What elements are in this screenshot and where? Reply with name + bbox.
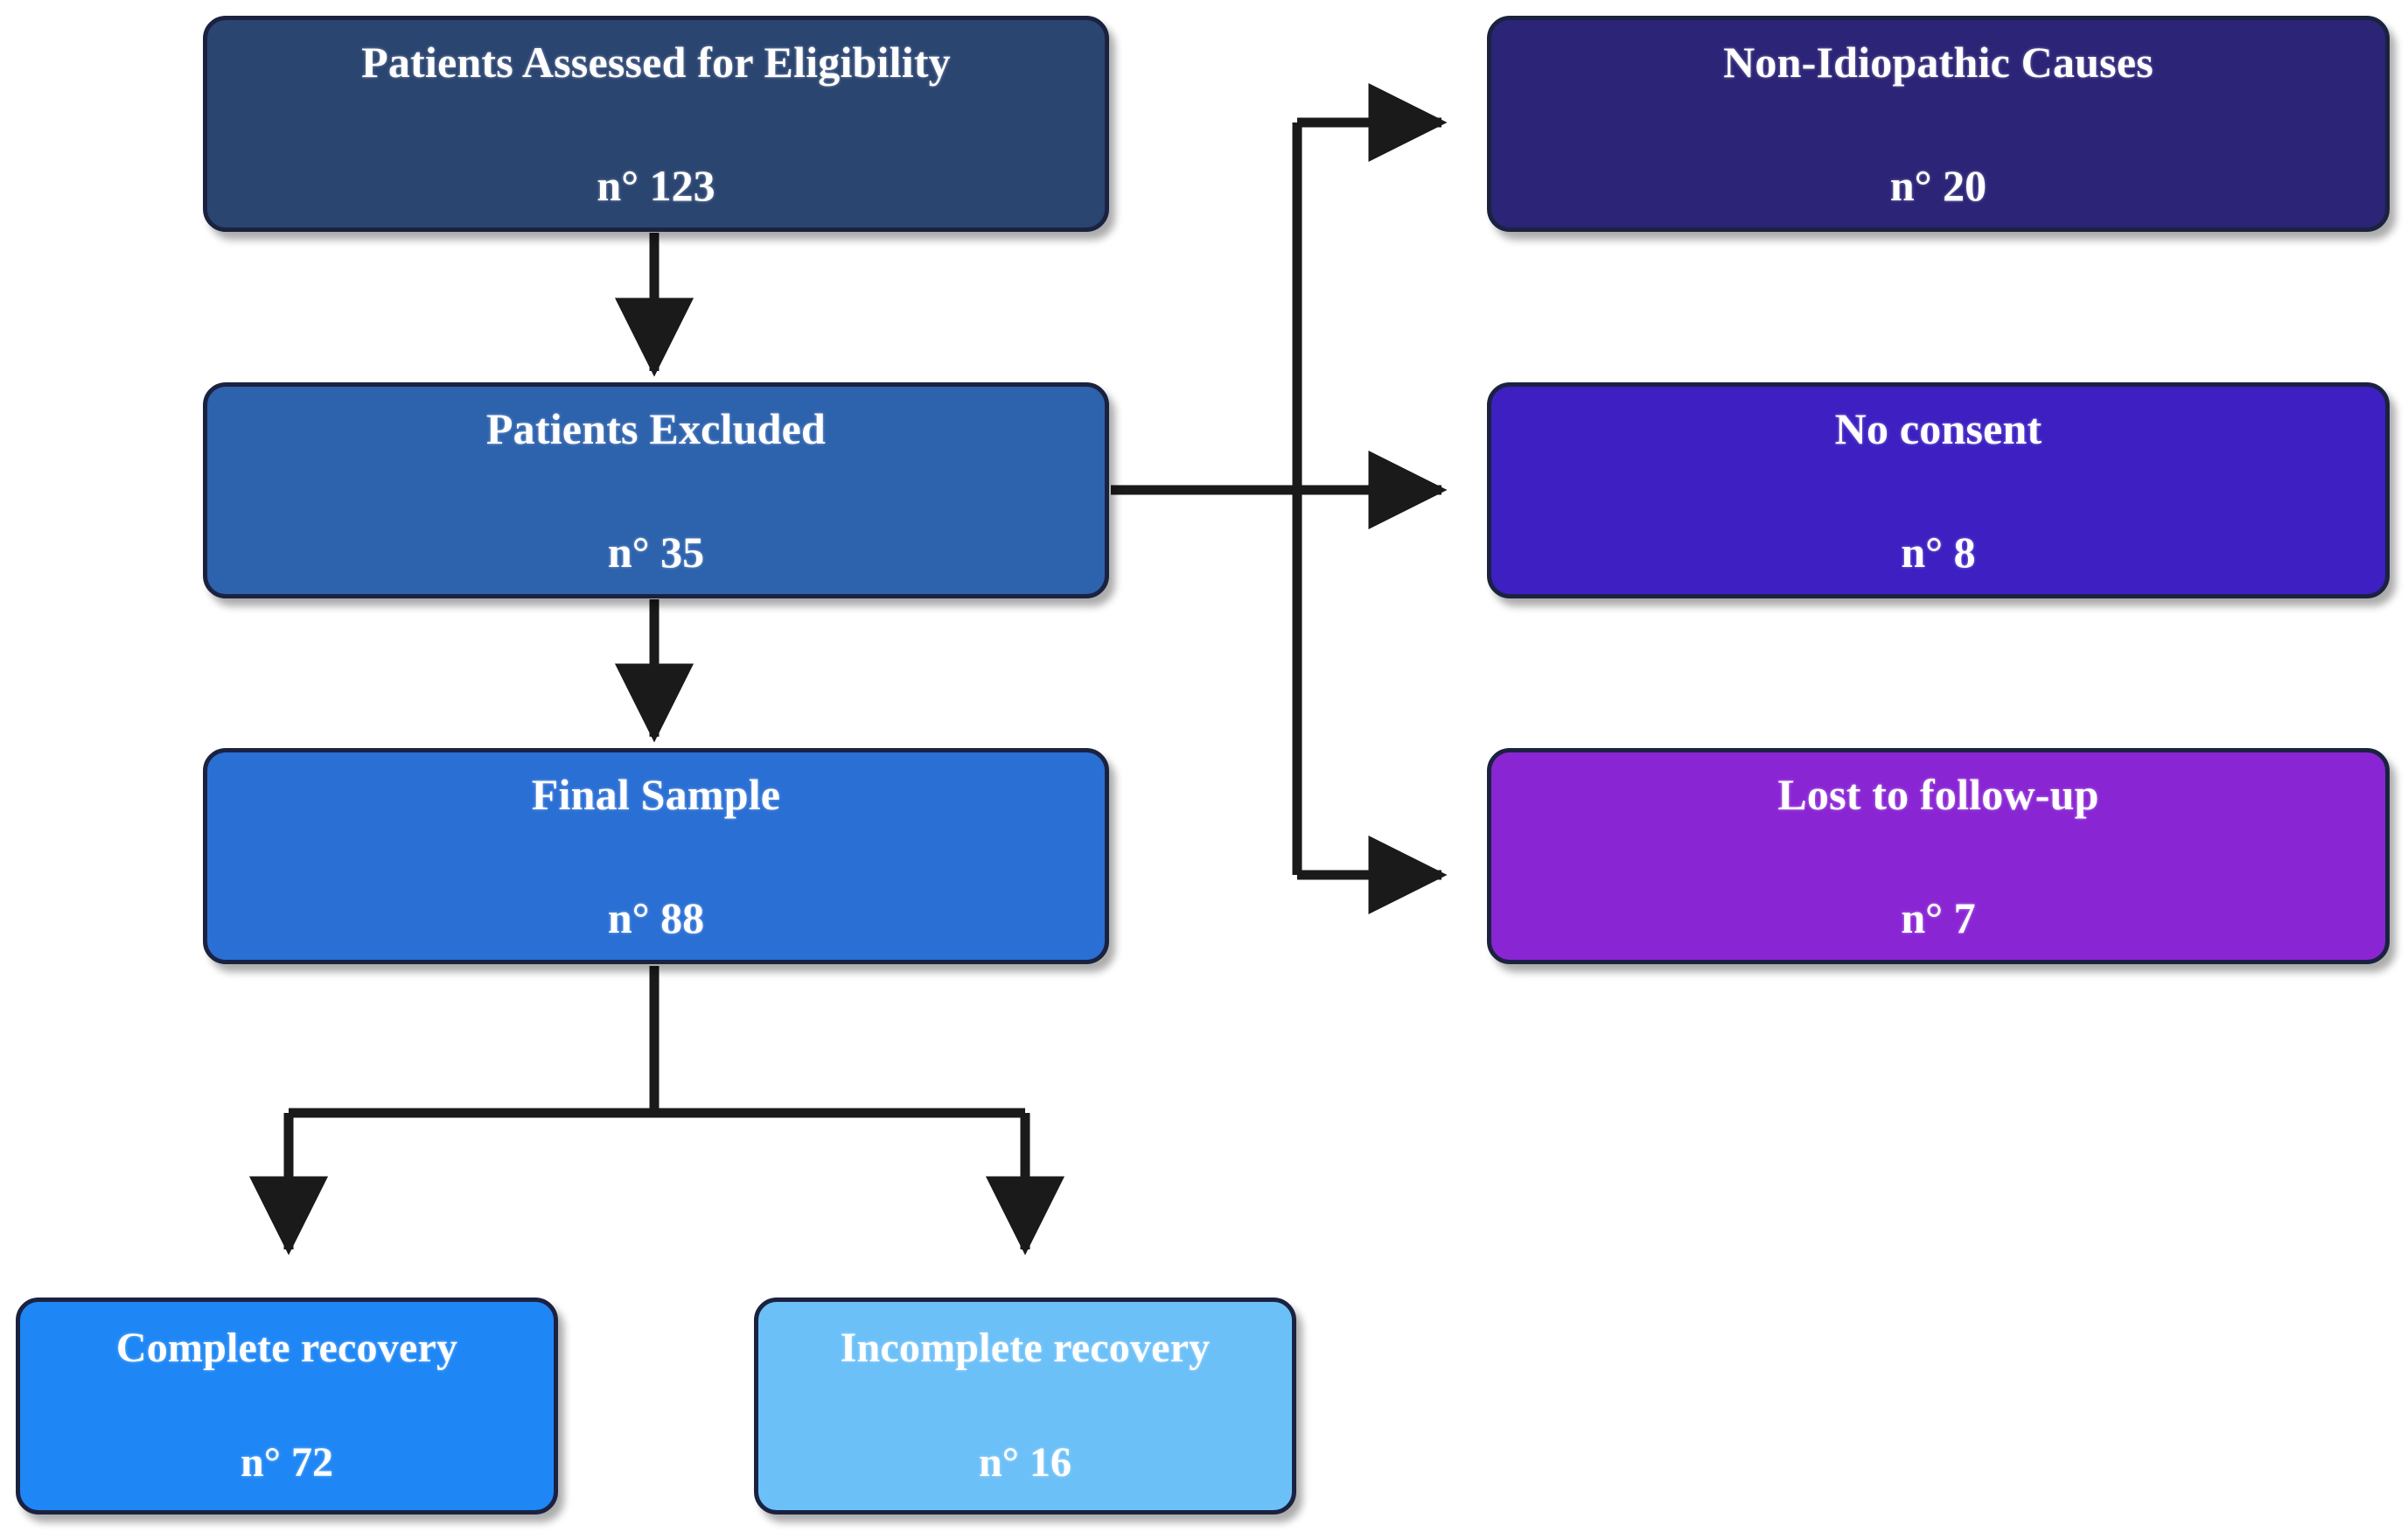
node-label: Final Sample: [531, 769, 781, 819]
no-consent-node[interactable]: No consent n° 8: [1487, 382, 2390, 598]
edge-excluded-to-right-trunk: [1111, 122, 1302, 875]
complete-recovery-node[interactable]: Complete recovery n° 72: [16, 1298, 558, 1515]
node-count: n° 16: [979, 1439, 1071, 1486]
node-label: Non-Idiopathic Causes: [1723, 37, 2153, 87]
node-label: Patients Excluded: [485, 403, 827, 453]
node-count: n° 7: [1901, 892, 1976, 942]
node-count: n° 35: [607, 527, 705, 577]
incomplete-recovery-node[interactable]: Incomplete recovery n° 16: [754, 1298, 1296, 1515]
node-count: n° 8: [1901, 527, 1976, 577]
patients-assessed-node[interactable]: Patients Assessed for Eligibility n° 123: [203, 16, 1109, 232]
node-label: Lost to follow-up: [1777, 769, 2099, 819]
node-label: No consent: [1834, 403, 2042, 453]
node-count: n° 20: [1889, 160, 1987, 210]
lost-to-follow-up-node[interactable]: Lost to follow-up n° 7: [1487, 748, 2390, 964]
node-label: Complete recovery: [115, 1325, 458, 1372]
non-idiopathic-causes-node[interactable]: Non-Idiopathic Causes n° 20: [1487, 16, 2390, 232]
edge-final-sample-fork: [248, 966, 1065, 1256]
node-label: Patients Assessed for Eligibility: [361, 37, 951, 87]
patients-excluded-node[interactable]: Patients Excluded n° 35: [203, 382, 1109, 598]
node-count: n° 123: [597, 160, 715, 210]
node-count: n° 88: [607, 892, 705, 942]
node-label: Incomplete recovery: [840, 1325, 1211, 1372]
node-count: n° 72: [241, 1439, 333, 1486]
final-sample-node[interactable]: Final Sample n° 88: [203, 748, 1109, 964]
